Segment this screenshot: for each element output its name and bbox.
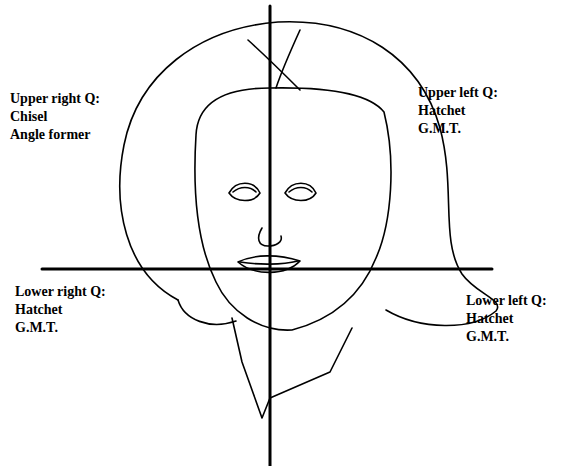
instrument-label: G.M.T.	[418, 121, 461, 137]
quadrant-label: Lower right Q:	[15, 284, 106, 300]
quadrant-label: Upper right Q:	[10, 91, 100, 107]
hair-outline	[178, 300, 236, 324]
instrument-label: Hatchet	[418, 103, 465, 119]
instrument-label: Hatchet	[466, 311, 513, 327]
instrument-label: G.M.T.	[15, 320, 58, 336]
eye	[233, 188, 256, 193]
eye	[289, 188, 312, 193]
instrument-label: G.M.T.	[466, 329, 509, 345]
eye	[285, 183, 316, 200]
face-outline	[195, 88, 391, 330]
quadrant-label: Lower left Q:	[466, 293, 547, 309]
horizontal-axis	[42, 268, 492, 271]
quadrant-label: Upper left Q:	[418, 85, 498, 101]
hair-outline	[120, 22, 498, 326]
hair-strand	[276, 30, 300, 88]
instrument-label: Angle former	[10, 127, 90, 143]
vertical-axis	[269, 6, 272, 466]
eye	[229, 183, 260, 200]
instrument-label: Chisel	[10, 109, 47, 125]
instrument-label: Hatchet	[15, 302, 62, 318]
neck-outline	[232, 318, 352, 418]
